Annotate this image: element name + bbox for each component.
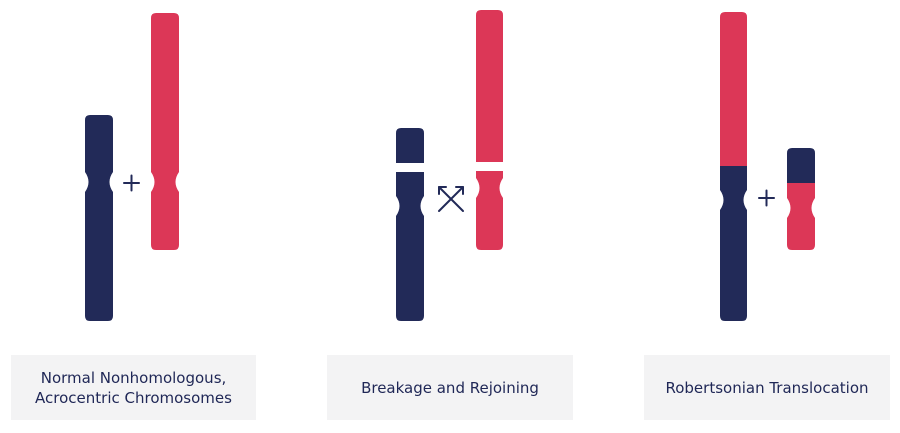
red-chromosome (151, 13, 179, 250)
fused-chromosome-navy-part (720, 166, 747, 321)
plus-icon (758, 189, 775, 207)
label-box-normal: Normal Nonhomologous, Acrocentric Chromo… (11, 355, 256, 420)
panel-robertsonian-translocation (720, 12, 815, 321)
label-box-robertsonian: Robertsonian Translocation (644, 355, 890, 420)
label-box-breakage: Breakage and Rejoining (327, 355, 573, 420)
small-chromosome-red-part (787, 183, 815, 250)
panel-breakage-rejoining (396, 10, 503, 321)
navy-chromosome-long-arm (396, 172, 424, 321)
red-chromosome-short-arm (476, 171, 503, 250)
fused-chromosome-red-part (720, 12, 747, 166)
label-robertsonian-translocation: Robertsonian Translocation (665, 378, 869, 397)
navy-chromosome (85, 115, 113, 321)
label-breakage-rejoining: Breakage and Rejoining (361, 378, 539, 397)
panel-normal-chromosomes (85, 13, 179, 321)
red-chromosome-long-arm (476, 10, 503, 162)
swap-arrows-icon (438, 186, 464, 212)
small-chromosome-navy-part (787, 148, 815, 183)
plus-icon (123, 174, 140, 192)
navy-chromosome-short-arm (396, 128, 424, 163)
label-normal-chromosomes: Normal Nonhomologous, Acrocentric Chromo… (35, 368, 232, 407)
